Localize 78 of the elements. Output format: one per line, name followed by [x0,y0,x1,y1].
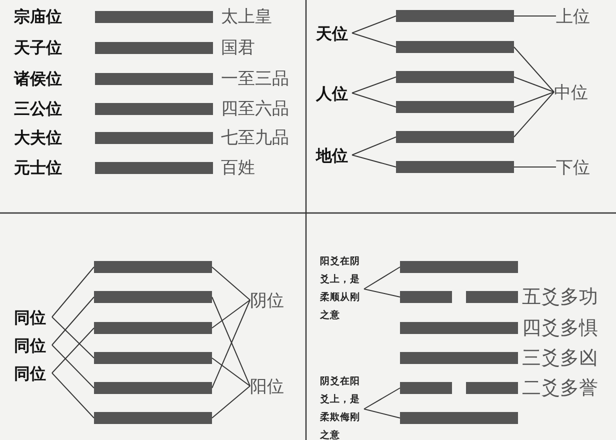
solid-line-bar [95,73,213,85]
position-label: 元士位 [14,157,63,179]
solid-line-bar [396,10,514,22]
solid-line-bar [95,103,213,115]
position-label: 阳位 [250,375,290,400]
position-label: 国君 [221,37,256,59]
solid-line-bar [95,132,213,144]
connector-line [514,166,556,168]
connector-line [52,328,94,374]
solid-line-bar [95,162,213,174]
connector-line [52,266,94,318]
solid-line-bar [400,412,518,424]
solid-line-bar [396,161,514,173]
solid-line-bar [400,322,518,334]
position-label: 四爻多惧 [522,317,599,339]
solid-line-bar [94,291,212,303]
connector-line [364,266,400,290]
position-label: 天位 [316,22,352,46]
connector-line [514,92,554,108]
connector-line [52,344,94,388]
connector-line [212,300,250,328]
solid-line-bar [94,382,212,394]
connector-line [352,76,396,94]
note-text: 阳爻在阴爻上，是柔顺从刚之意 [320,252,364,326]
connector-line [212,266,250,300]
position-label: 七至九品 [221,127,290,149]
connector-line [364,288,400,298]
position-label: 上位 [556,5,592,30]
broken-line-bar [400,291,518,303]
connector-line [352,32,396,48]
position-label: 宗庙位 [14,6,63,28]
position-label: 人位 [316,82,352,106]
solid-line-bar [400,352,518,364]
position-label: 二爻多誉 [522,377,599,399]
connector-line [352,136,396,156]
connector-line [52,372,94,418]
connector-line [52,296,94,346]
solid-line-bar [94,412,212,424]
connector-line [364,408,400,418]
position-label: 下位 [556,156,592,182]
position-label: 中位 [554,81,590,106]
note-text: 阴爻在阳爻上，是柔欺侮刚之意 [320,372,364,440]
solid-line-bar [94,352,212,364]
solid-line-bar [396,101,514,113]
connector-line [352,92,396,108]
position-label: 太上皇 [221,6,273,28]
position-label: 同位 [14,334,52,358]
position-label: 大夫位 [14,127,63,149]
position-label: 同位 [14,306,52,330]
position-label: 一至三品 [221,68,290,90]
solid-line-bar [94,322,212,334]
connector-line [212,386,250,418]
broken-line-bar [400,382,518,394]
connector-line [514,76,554,92]
connector-line [352,16,396,34]
connector-line [52,316,94,358]
position-label: 诸侯位 [14,68,63,90]
connector-line [352,154,396,168]
connector-line [514,92,554,138]
position-label: 三公位 [14,98,63,120]
position-label: 阴位 [250,289,290,314]
connector-line [212,358,250,386]
position-label: 五爻多功 [522,286,599,308]
solid-line-bar [396,131,514,143]
solid-line-bar [400,261,518,273]
position-label: 同位 [14,362,52,386]
solid-line-bar [95,42,213,54]
solid-line-bar [95,11,213,23]
position-label: 三爻多凶 [522,347,599,369]
position-label: 天子位 [14,37,63,59]
solid-line-bar [396,71,514,83]
connector-line [514,46,554,92]
position-label: 地位 [316,144,352,168]
position-label: 四至六品 [221,98,290,120]
solid-line-bar [94,261,212,273]
connector-line [364,388,400,410]
solid-line-bar [396,41,514,53]
position-label: 百姓 [221,157,256,179]
